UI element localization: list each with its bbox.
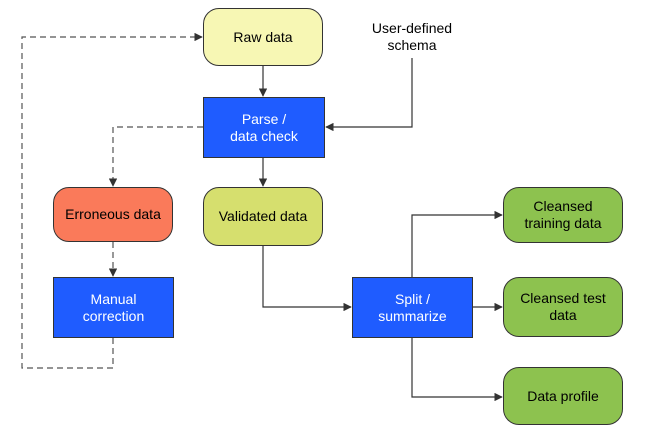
node-user-defined-schema: User-defined schema <box>352 16 472 58</box>
node-manual-correction: Manual correction <box>53 277 174 338</box>
node-schema-label: User-defined schema <box>371 20 453 53</box>
node-split-label: Split / summarize <box>378 290 447 324</box>
edge-validated-to-split <box>262 246 352 312</box>
node-data-profile: Data profile <box>503 367 623 425</box>
node-parse-data-check: Parse / data check <box>203 97 325 158</box>
edge-split-to-profile <box>411 338 503 402</box>
node-erroneous-data: Erroneous data <box>53 187 173 242</box>
node-profile-label: Data profile <box>527 387 599 404</box>
node-manual-label: Manual correction <box>82 290 145 324</box>
edge-split-to-training <box>411 210 503 277</box>
node-raw-data: Raw data <box>203 8 323 66</box>
node-validated-data: Validated data <box>203 187 323 246</box>
node-test-label: Cleansed test data <box>520 290 606 323</box>
edge-parse-to-erroneous <box>108 126 203 187</box>
node-cleansed-test-data: Cleansed test data <box>503 277 623 337</box>
edge-manual-to-raw <box>21 32 203 369</box>
node-validated-label: Validated data <box>218 208 308 224</box>
edge-schema-to-parse <box>325 58 413 132</box>
node-raw-data-label: Raw data <box>233 28 293 45</box>
node-split-summarize: Split / summarize <box>352 277 473 338</box>
node-training-label: Cleansed training data <box>524 198 602 231</box>
node-erroneous-label: Erroneous data <box>65 206 161 222</box>
node-parse-label: Parse / data check <box>230 110 298 144</box>
node-cleansed-training-data: Cleansed training data <box>503 187 623 243</box>
